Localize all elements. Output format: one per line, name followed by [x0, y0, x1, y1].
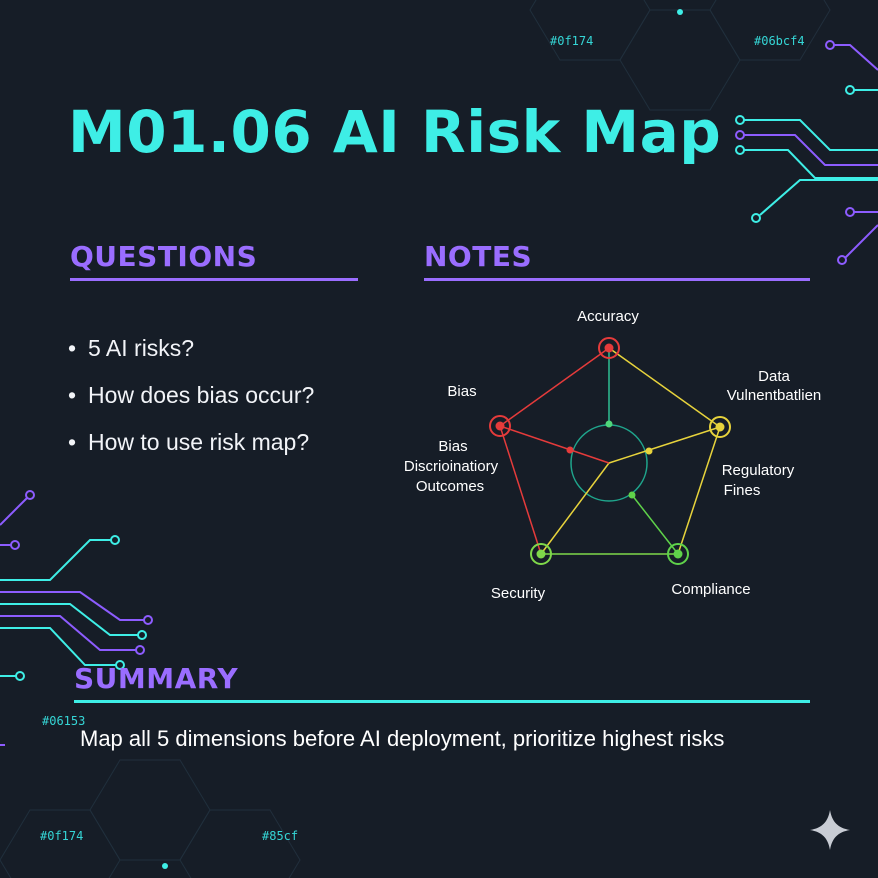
summary-text: Map all 5 dimensions before AI deploymen… — [80, 726, 725, 751]
list-item: •How to use risk map? — [68, 426, 314, 473]
decor-code-mid-left: #06153 — [42, 714, 86, 728]
spoke-compliance — [631, 494, 679, 555]
notes-divider — [424, 278, 810, 281]
circuit-nodes-left — [10, 490, 153, 681]
questions-list: •5 AI risks? •How does bias occur? •How … — [68, 332, 314, 473]
vertex-compliance — [667, 543, 689, 565]
summary-heading: SUMMARY — [74, 662, 239, 695]
label-bias-outcomes-line3: Outcomes — [416, 478, 484, 495]
edge-bias-accuracy — [499, 347, 610, 427]
vertex-accuracy — [598, 337, 620, 359]
notes-heading: NOTES — [424, 240, 533, 273]
label-data-line2: Vulnentbatlien — [727, 387, 822, 404]
inner-point-compliance — [628, 491, 636, 499]
decor-code-top-right: #06bcf4 — [754, 34, 805, 48]
label-bias-outcomes-line2: Discrioinatiory — [404, 458, 499, 475]
label-bias: Bias — [447, 383, 476, 400]
label-regulatory-line1: Regulatory — [722, 462, 795, 479]
label-security: Security — [491, 585, 546, 602]
spoke-data — [608, 426, 721, 464]
bullet-icon: • — [68, 382, 77, 408]
hexagon-grid — [0, 0, 831, 878]
label-data-line1: Data — [758, 368, 790, 385]
bullet-icon: • — [68, 335, 77, 361]
edge-data-compliance — [677, 426, 721, 555]
decor-code-top-left: #0f174 — [550, 34, 594, 48]
edge-security-bias — [499, 425, 542, 555]
vertex-data — [709, 416, 731, 438]
inner-point-bias — [566, 446, 574, 454]
bullet-icon: • — [68, 429, 77, 455]
label-compliance: Compliance — [671, 581, 750, 598]
circuit-left — [0, 494, 148, 746]
spoke-security — [540, 462, 610, 555]
vertex-bias — [489, 415, 511, 437]
hex-node — [162, 863, 168, 869]
inner-point-accuracy — [605, 420, 613, 428]
summary-divider — [74, 700, 810, 703]
label-bias-outcomes-line1: Bias — [438, 438, 467, 455]
decor-code-bottom-mid: #85cf — [262, 829, 299, 843]
label-accuracy: Accuracy — [577, 308, 639, 325]
spoke-bias — [499, 425, 610, 464]
questions-heading: QUESTIONS — [70, 240, 258, 273]
list-item: •5 AI risks? — [68, 332, 314, 379]
circuit-nodes-top-right — [735, 40, 855, 265]
list-item: •How does bias occur? — [68, 379, 314, 426]
edge-accuracy-data — [608, 347, 721, 428]
hex-node — [677, 9, 683, 15]
decor-code-bottom-left: #0f174 — [40, 829, 84, 843]
sparkle-icon — [810, 810, 850, 850]
questions-divider — [70, 278, 358, 281]
vertex-security — [530, 543, 552, 565]
page-title: M01.06 AI Risk Map — [68, 98, 722, 166]
label-regulatory-line2: Fines — [724, 482, 761, 499]
inner-point-data — [645, 447, 653, 455]
